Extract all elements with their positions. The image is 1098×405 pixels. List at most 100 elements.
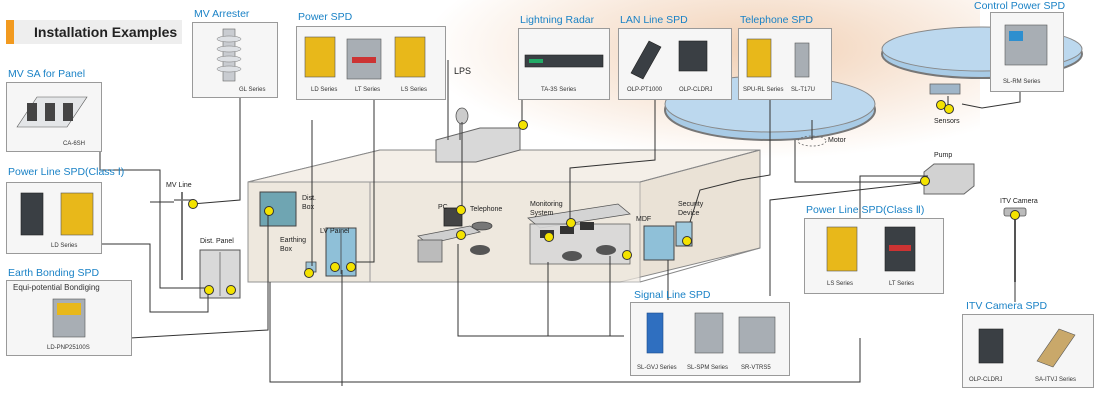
olp-pt1000-device — [630, 40, 662, 80]
lan-line-spd-title: LAN Line SPD — [620, 14, 688, 26]
mv-sa-panel-panel: CA-6SH — [6, 82, 102, 152]
title-accent-bar — [6, 20, 14, 44]
lightning-radar-series-1: TA-3S Series — [541, 87, 577, 93]
power-spd-series-3: LS Series — [401, 87, 428, 93]
lightning-radar-title: Lightning Radar — [520, 14, 595, 26]
power-line-spd2-title: Power Line SPD(Class Ⅱ) — [806, 204, 925, 216]
mv-sa-series-1: CA-6SH — [63, 141, 86, 147]
monitoring-system-label: Monitoring System — [530, 201, 563, 217]
telephone-series-1: SPU-RL Series — [743, 87, 784, 93]
chair-2 — [562, 251, 582, 261]
ls-series-device-2 — [826, 226, 858, 272]
mv-line-label: MV Line — [166, 182, 192, 189]
connector-telephone — [456, 230, 466, 240]
telephone-series-2: SL-T17U — [791, 87, 816, 93]
dist-panel-label: Dist. Panel — [200, 238, 234, 245]
telephone-device — [471, 221, 493, 231]
chair-1 — [470, 245, 490, 255]
mv-arrester-panel: GL Series — [192, 22, 278, 98]
signal-line-series-1: SL-GVJ Series — [637, 365, 677, 371]
security-device-label: Security Device — [678, 201, 704, 217]
connector-dist-panel-1 — [204, 285, 214, 295]
rooftop-box — [435, 127, 521, 163]
connector-lps — [518, 120, 528, 130]
connector-lv-panel-1 — [330, 262, 340, 272]
power-line-spd1-title: Power Line SPD(Class Ⅰ) — [8, 166, 125, 178]
sl-t17u-device — [794, 42, 810, 78]
telephone-spd-panel: SPU-RL Series SL-T17U — [738, 28, 832, 100]
sa-itvj-device — [1036, 328, 1076, 368]
ld-device-b — [60, 192, 94, 236]
ls-series-device — [394, 36, 426, 78]
connector-sensors-2 — [944, 104, 954, 114]
dist-box — [259, 191, 297, 227]
connector-earthing-box — [304, 268, 314, 278]
lightning-radar-panel: TA-3S Series — [518, 28, 610, 100]
power-line-spd2-panel: LS Series LT Series — [804, 218, 944, 294]
itv-camera-spd-title: ITV Camera SPD — [966, 300, 1048, 312]
power-spd-series-2: LT Series — [355, 87, 381, 93]
dist-box-label: Dist. Box — [302, 195, 316, 211]
lps-label: LPS — [454, 66, 472, 76]
mdf-cabinet — [643, 225, 675, 261]
power-spd-panel: LD Series LT Series LS Series — [296, 26, 446, 100]
signal-line-spd-panel: SL-GVJ Series SL-SPM Series SR-VTRS5 — [630, 302, 790, 376]
motor-ring — [797, 135, 827, 147]
pump-box — [923, 163, 975, 195]
connector-itv-camera — [1010, 210, 1020, 220]
signal-line-series-2: SL-SPM Series — [687, 365, 729, 371]
itv-camera-series-2: SA-ITVJ Series — [1035, 377, 1077, 383]
sl-spm-device — [694, 312, 724, 354]
itv-camera-label: ITV Camera — [1000, 198, 1038, 205]
earthing-box-label: Earthing Box — [280, 237, 307, 253]
ld-device-a — [20, 192, 44, 236]
connector-dist-panel-2 — [226, 285, 236, 295]
mv-sa-panel-title: MV SA for Panel — [8, 68, 86, 80]
lv-panel-label: LV Painel — [320, 228, 350, 235]
pc-label: PC — [438, 204, 448, 211]
power-spd-series-1: LD Series — [311, 87, 338, 93]
connector-monitoring-2 — [566, 218, 576, 228]
mv-arrester-title: MV Arrester — [194, 8, 250, 20]
connector-pc — [456, 205, 466, 215]
mv-arrester-series-1: GL Series — [239, 87, 266, 93]
power-line-spd2-series-2: LT Series — [889, 281, 915, 287]
connector-lv-panel-2 — [346, 262, 356, 272]
connector-security — [682, 236, 692, 246]
power-line-spd1-series-1: LD Series — [51, 243, 78, 249]
power-line-spd2-series-1: LS Series — [827, 281, 854, 287]
olp-cldrj-device-2 — [978, 328, 1004, 364]
page-title: Installation Examples — [34, 24, 178, 40]
signal-line-series-3: SR-VTRS5 — [741, 365, 771, 371]
connector-mv-line — [188, 199, 198, 209]
lan-line-series-2: OLP-CLDRJ — [679, 87, 713, 93]
connector-monitoring-1 — [544, 232, 554, 242]
sr-vtrs5-device — [738, 316, 776, 354]
connector-dist-box — [264, 206, 274, 216]
earth-bonding-series-1: LD-PNP25100S — [47, 345, 90, 351]
ld-series-device — [304, 36, 336, 78]
motor-label: Motor — [828, 137, 846, 144]
signal-line-spd-title: Signal Line SPD — [634, 289, 711, 301]
power-spd-title: Power SPD — [298, 11, 353, 23]
telephone-spd-title: Telephone SPD — [740, 14, 813, 26]
lan-line-spd-panel: OLP-PT1000 OLP-CLDRJ — [618, 28, 732, 100]
power-line-spd1-panel: LD Series — [6, 182, 102, 254]
control-power-series-1: SL-RM Series — [1003, 79, 1041, 85]
lan-line-series-1: OLP-PT1000 — [627, 87, 663, 93]
telephone-label: Telephone — [470, 206, 503, 213]
pump-label: Pump — [934, 152, 953, 159]
sl-gvj-device — [646, 312, 664, 354]
itv-camera-series-1: OLP-CLDRJ — [969, 377, 1003, 383]
spu-rl-device — [746, 38, 772, 78]
chair-3 — [596, 245, 616, 255]
earth-bonding-spd-panel: Equi-potential Bondiging LD-PNP25100S — [6, 280, 132, 356]
earth-bonding-spd-title: Earth Bonding SPD — [8, 267, 100, 279]
earth-bonding-subtitle: Equi-potential Bondiging — [13, 283, 100, 292]
olp-cldrj-device — [678, 40, 708, 72]
satellite-dish — [455, 107, 469, 125]
control-power-spd-panel: SL-RM Series — [990, 12, 1064, 92]
mdf-label: MDF — [636, 216, 652, 223]
title-box — [6, 20, 182, 44]
connector-pump — [920, 176, 930, 186]
